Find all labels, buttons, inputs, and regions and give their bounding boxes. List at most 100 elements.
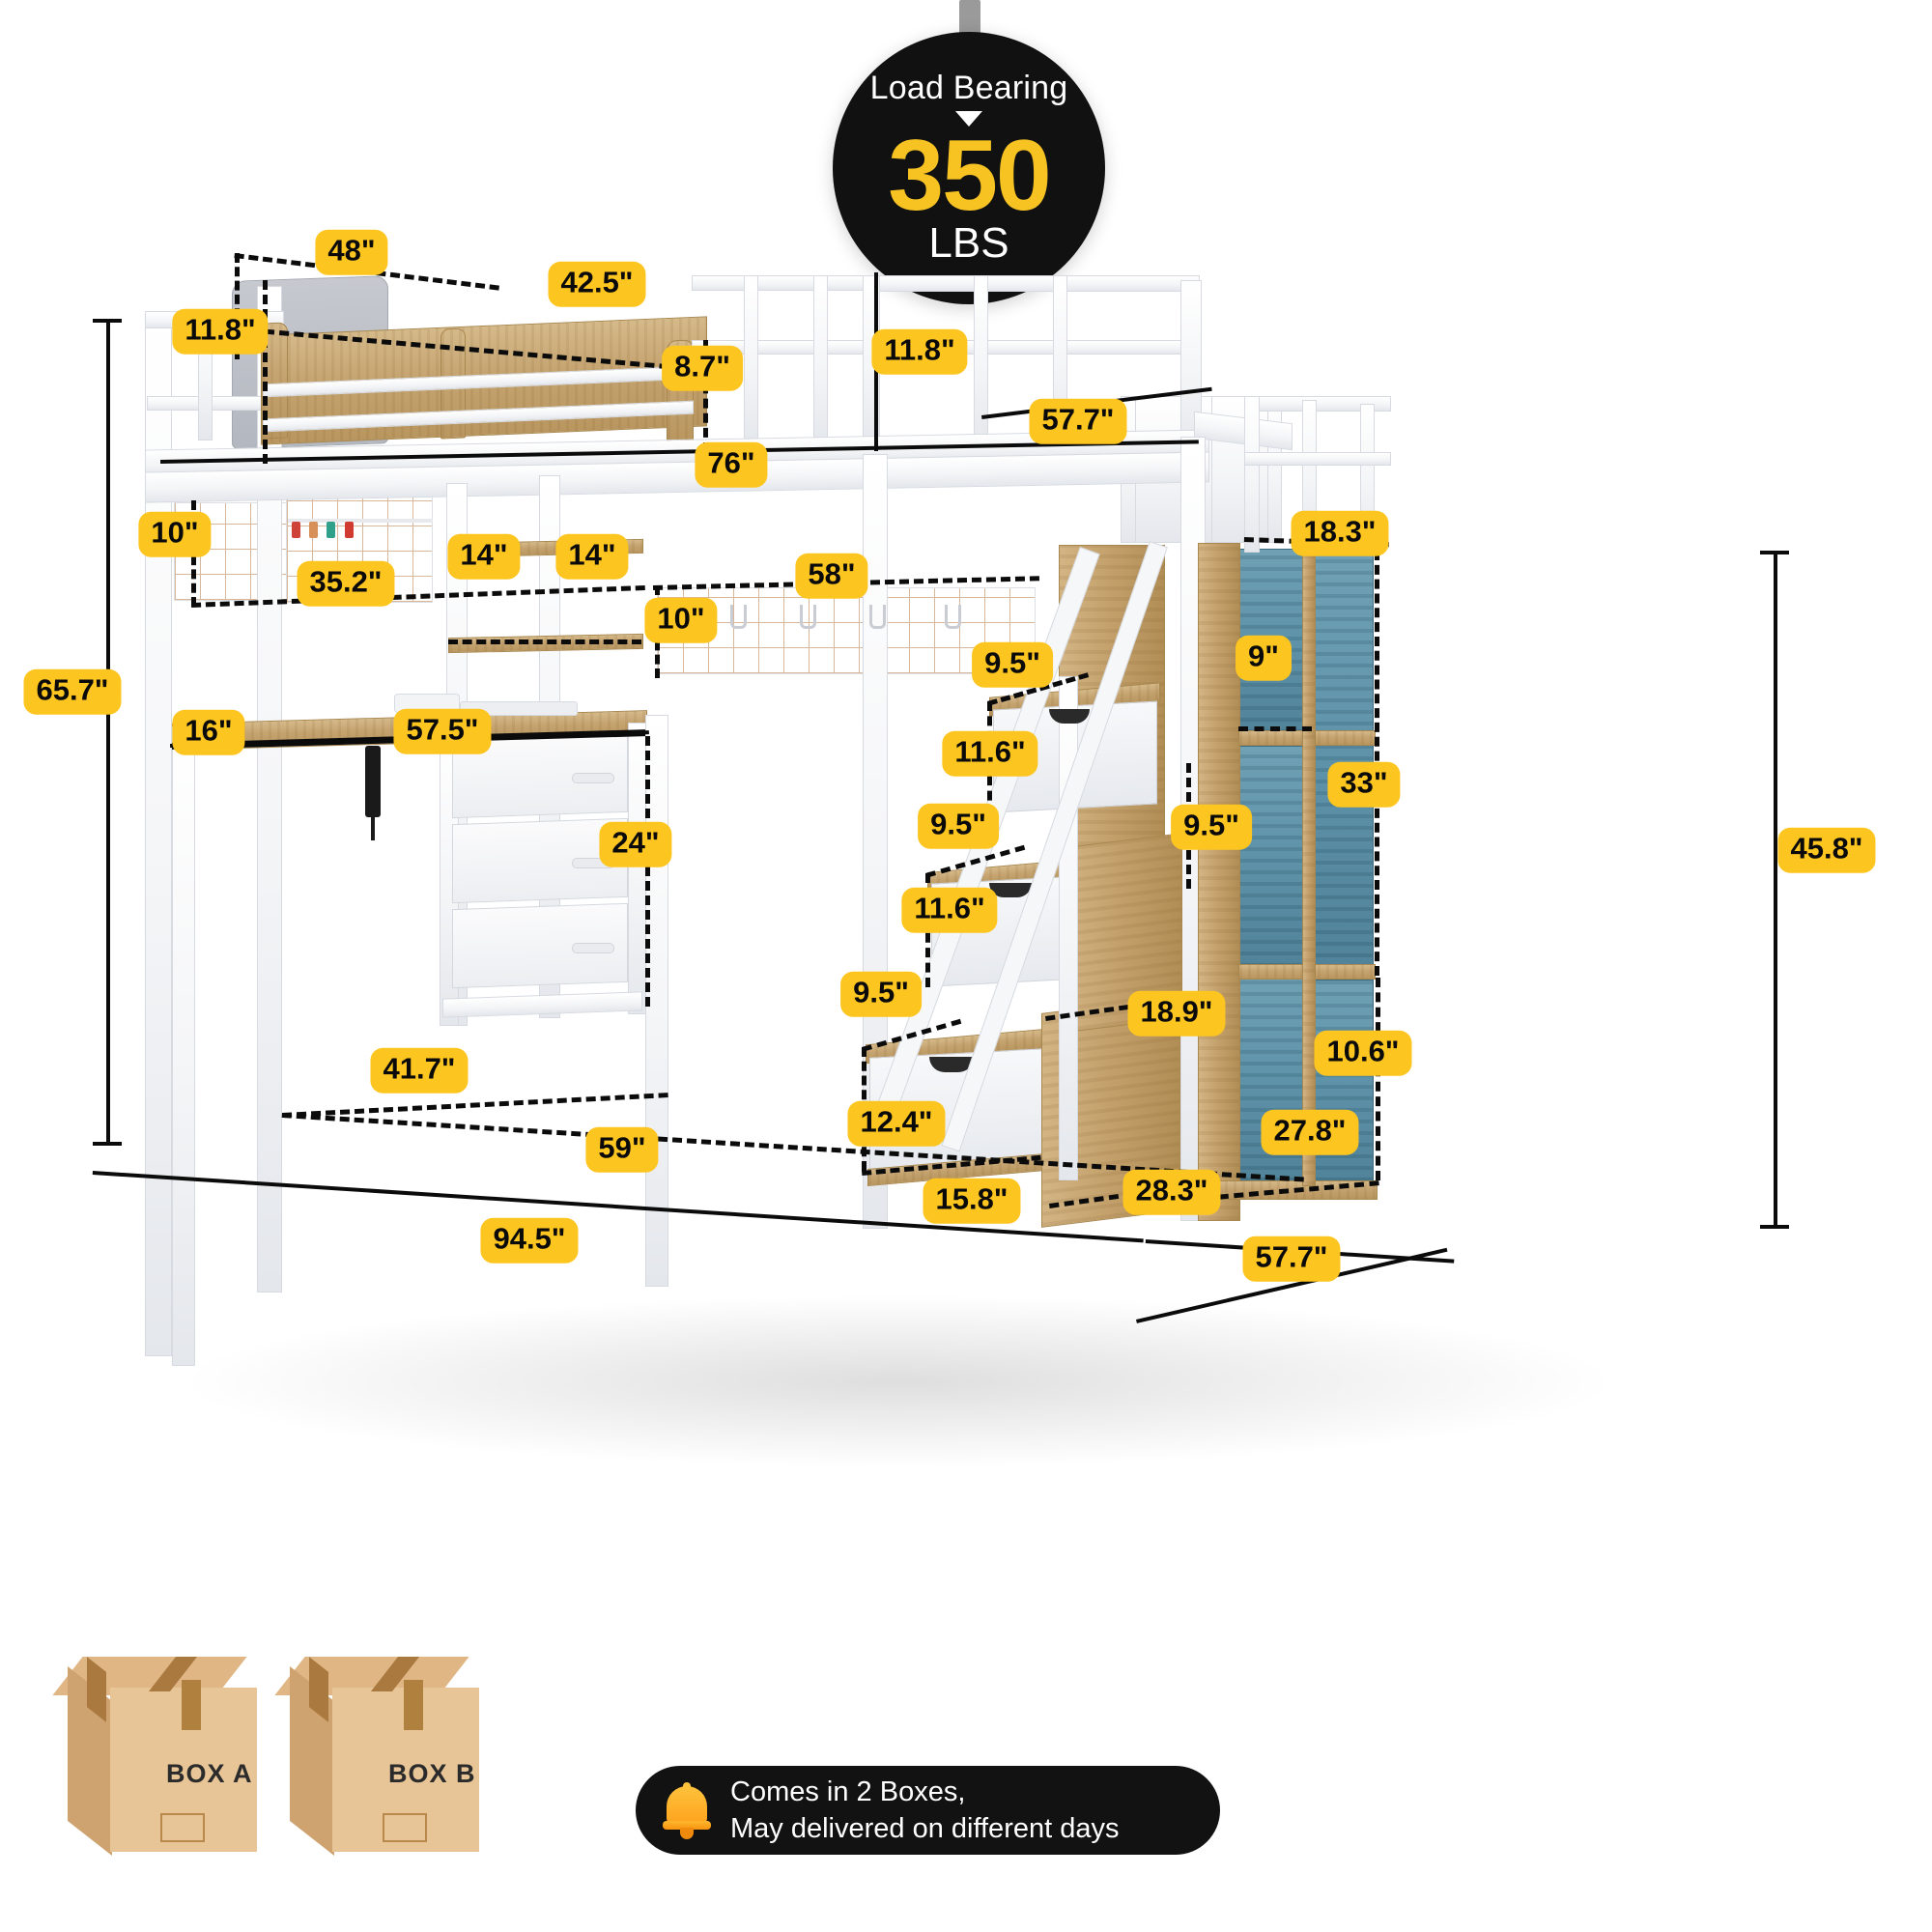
- box-b-label: BOX B: [388, 1759, 476, 1788]
- dimension-headboard-width: 42.5": [552, 265, 642, 303]
- box-b-stamp: [383, 1813, 427, 1842]
- dimension-guardrail-width: 48": [319, 233, 384, 271]
- down-triangle-icon: [955, 110, 982, 127]
- dimension-shelf-lower-depth: 10.6": [1318, 1034, 1408, 1072]
- drawer-handle-top: [572, 773, 614, 783]
- guide-45p8: [1774, 551, 1777, 1227]
- dimension-shelf-upper-left: 14": [451, 537, 517, 576]
- drawer-handle-bottom: [572, 943, 614, 953]
- guide-stair-riser-2: [925, 873, 930, 987]
- pegboard-hook-1: [730, 605, 747, 629]
- box-a-label: BOX A: [166, 1759, 253, 1788]
- pegboard-clip-red-2: [345, 522, 354, 538]
- cord-wire: [371, 810, 375, 840]
- dimension-stair-drawer-width: 15.8": [926, 1181, 1017, 1220]
- dimension-overall-height-left: 65.7": [27, 672, 118, 711]
- guide-65p7: [106, 319, 110, 1145]
- guide-9: [1238, 726, 1312, 731]
- guardrail-rear-center-post-a: [744, 275, 758, 446]
- stair-drawer-3-notch: [929, 1057, 974, 1072]
- guide-48-tick: [235, 253, 240, 359]
- dimension-desk-width: 57.5": [397, 712, 488, 751]
- pegboard-right: [657, 587, 1036, 674]
- guardrail-right-post-a: [974, 275, 988, 446]
- guide-24: [645, 736, 650, 1007]
- beam-lower-left: [172, 726, 195, 1366]
- dimension-stair-riser-bottom: 12.4": [851, 1104, 942, 1143]
- dimension-guardrail-height-right: 11.8": [875, 332, 964, 371]
- guide-10p6: [1376, 978, 1380, 1180]
- dimension-pegboard-left-height: 10": [142, 515, 208, 554]
- dimension-stair-top-tread: 9.5": [976, 645, 1049, 684]
- pegboard-clip-teal: [327, 522, 335, 538]
- stair-drawer-2-notch: [989, 883, 1032, 897]
- stair-drawer-1-notch: [1049, 709, 1090, 724]
- floor-shadow: [174, 1294, 1623, 1468]
- dimension-stair-riser-mid: 11.6": [905, 891, 994, 929]
- stair-handrail-post-a: [1244, 396, 1260, 553]
- box-b: BOX B: [274, 1657, 512, 1869]
- drawer-handle-mid: [572, 858, 614, 868]
- dimension-overall-length: 94.5": [484, 1221, 575, 1260]
- load-bearing-badge: Load Bearing 350 LBS: [833, 32, 1105, 304]
- outlet-block: [460, 701, 578, 716]
- drawer-cabinet-base: [442, 991, 642, 1018]
- bell-icon: [661, 1782, 713, 1839]
- shipping-notice-line-2: May delivered on different days: [730, 1813, 1120, 1844]
- power-strip: [394, 694, 460, 713]
- guide-45p8-cap-bottom: [1760, 1225, 1789, 1229]
- box-b-tape-face: [404, 1680, 423, 1730]
- dimension-bed-depth: 57.7": [1033, 402, 1123, 440]
- dimension-drawer-unit-height: 24": [603, 825, 668, 864]
- stair-handrail-mid: [1244, 452, 1391, 466]
- shelf-back-col1-mid: [1238, 746, 1306, 968]
- dimension-desk-left-depth: 16": [176, 713, 242, 752]
- pegboard-left-top-rail: [288, 519, 433, 523]
- pegboard-hook-3: [869, 605, 886, 629]
- pegboard-hook-4: [945, 605, 961, 629]
- load-bearing-title: Load Bearing: [869, 69, 1068, 106]
- dimension-ladder-rail-height: 18.3": [1294, 514, 1385, 553]
- dimension-pegboard-right-width: 58": [799, 556, 865, 595]
- dimension-overall-depth: 57.7": [1246, 1239, 1337, 1278]
- dimension-pegboard-right-height: 10": [648, 601, 714, 639]
- dimension-desk-clearance-width: 41.7": [374, 1051, 465, 1090]
- dimension-shelf-upper-right: 14": [559, 537, 625, 576]
- dimension-stair-base-depth: 28.3": [1126, 1173, 1217, 1211]
- guide-14: [448, 639, 641, 644]
- dimension-stair-side-panel: 18.9": [1131, 994, 1222, 1033]
- dimension-stair-mid-tread: 9.5": [922, 807, 995, 845]
- shelf-unit-side: [1198, 543, 1240, 1221]
- guardrail-right-top: [879, 275, 1200, 292]
- shelf-back-col2-top: [1312, 553, 1374, 970]
- shipping-notice-banner: Comes in 2 Boxes, May delivered on diffe…: [636, 1766, 1220, 1855]
- drawer-cabinet-frame-right: [628, 723, 647, 1014]
- box-a-tape-face: [182, 1680, 201, 1730]
- shelf-back-col1-bottom: [1238, 978, 1306, 1182]
- power-cord: [365, 746, 381, 817]
- guardrail-rear-center-top: [692, 275, 877, 291]
- load-bearing-unit: LBS: [928, 219, 1009, 268]
- dimension-shelf-top-depth: 9": [1239, 639, 1288, 677]
- guide-8p7: [703, 340, 708, 452]
- dimension-guardrail-height-left: 11.8": [176, 312, 265, 351]
- shelf-unit-mullion: [1302, 547, 1316, 1186]
- guide-65p7-cap-bottom: [93, 1142, 122, 1146]
- dimension-headboard-height: 8.7": [666, 349, 739, 387]
- shipping-notice-line-1: Comes in 2 Boxes,: [730, 1776, 966, 1807]
- dimension-bed-front-depth: 59": [589, 1130, 655, 1169]
- box-a: BOX A: [52, 1657, 290, 1869]
- dimension-stair-riser-top: 11.6": [946, 734, 1035, 773]
- dimension-stair-bottom-tread: 9.5": [844, 975, 918, 1013]
- dimension-bed-length: 76": [698, 445, 764, 484]
- pegboard-hook-2: [800, 605, 816, 629]
- guide-41p7: [282, 1093, 668, 1118]
- dimension-shelf-base-width: 27.8": [1264, 1113, 1355, 1151]
- guide-33: [1375, 551, 1379, 976]
- guardrail-rear-center-post-b: [813, 275, 828, 446]
- guide-11p8-left: [263, 280, 268, 464]
- stair-newel-post: [1059, 676, 1078, 1180]
- guardrail-rear-right-post-c: [1267, 396, 1282, 543]
- shelf-back-col2-bottom: [1312, 980, 1374, 1182]
